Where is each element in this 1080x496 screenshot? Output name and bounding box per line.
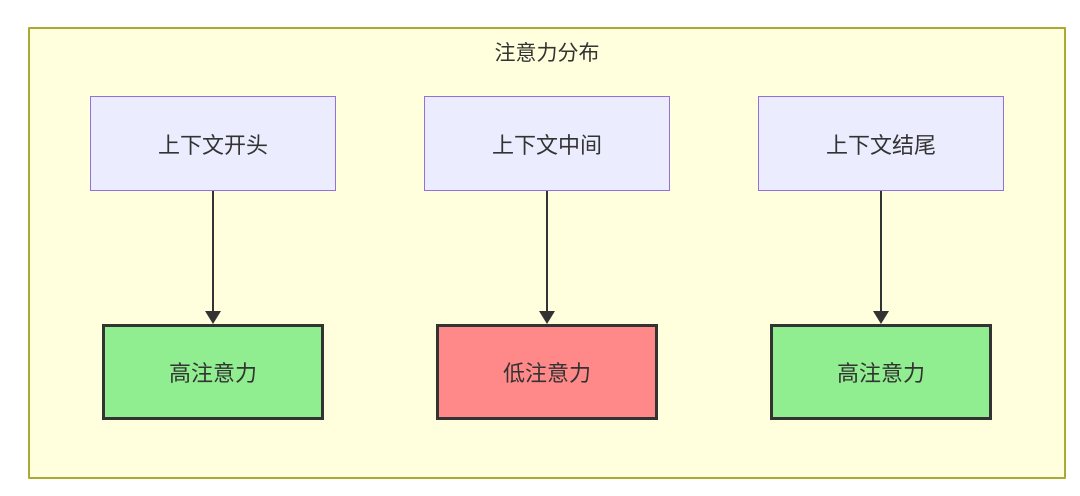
node-label: 上下文结尾: [825, 132, 936, 158]
diagram-title: 注意力分布: [494, 42, 600, 65]
arrow-head-icon: [205, 311, 221, 324]
node-label: 高注意力: [168, 361, 257, 386]
node-low-attention: 低注意力: [436, 324, 658, 420]
arrow-begin-to-high: [205, 191, 221, 324]
arrow-line: [212, 191, 214, 312]
flow-column-middle: 上下文中间 低注意力: [424, 96, 670, 420]
arrow-line: [880, 191, 882, 312]
attention-distribution-group: 注意力分布 上下文开头 高注意力 上下文中间 低注意力: [28, 27, 1066, 479]
arrow-head-icon: [539, 311, 555, 324]
node-high-attention-left: 高注意力: [102, 324, 324, 420]
arrow-head-icon: [873, 311, 889, 324]
node-label: 上下文开头: [157, 132, 268, 158]
node-label: 上下文中间: [491, 132, 602, 158]
node-context-beginning: 上下文开头: [90, 96, 336, 191]
arrow-line: [546, 191, 548, 312]
node-high-attention-right: 高注意力: [770, 324, 992, 420]
node-context-middle: 上下文中间: [424, 96, 670, 191]
flow-column-begin: 上下文开头 高注意力: [90, 96, 336, 420]
node-context-end: 上下文结尾: [758, 96, 1004, 191]
flow-columns: 上下文开头 高注意力 上下文中间 低注意力 上下文结: [30, 96, 1064, 420]
arrow-middle-to-low: [539, 191, 555, 324]
flow-column-end: 上下文结尾 高注意力: [758, 96, 1004, 420]
node-label: 高注意力: [836, 361, 925, 386]
arrow-end-to-high: [873, 191, 889, 324]
node-label: 低注意力: [502, 361, 591, 386]
